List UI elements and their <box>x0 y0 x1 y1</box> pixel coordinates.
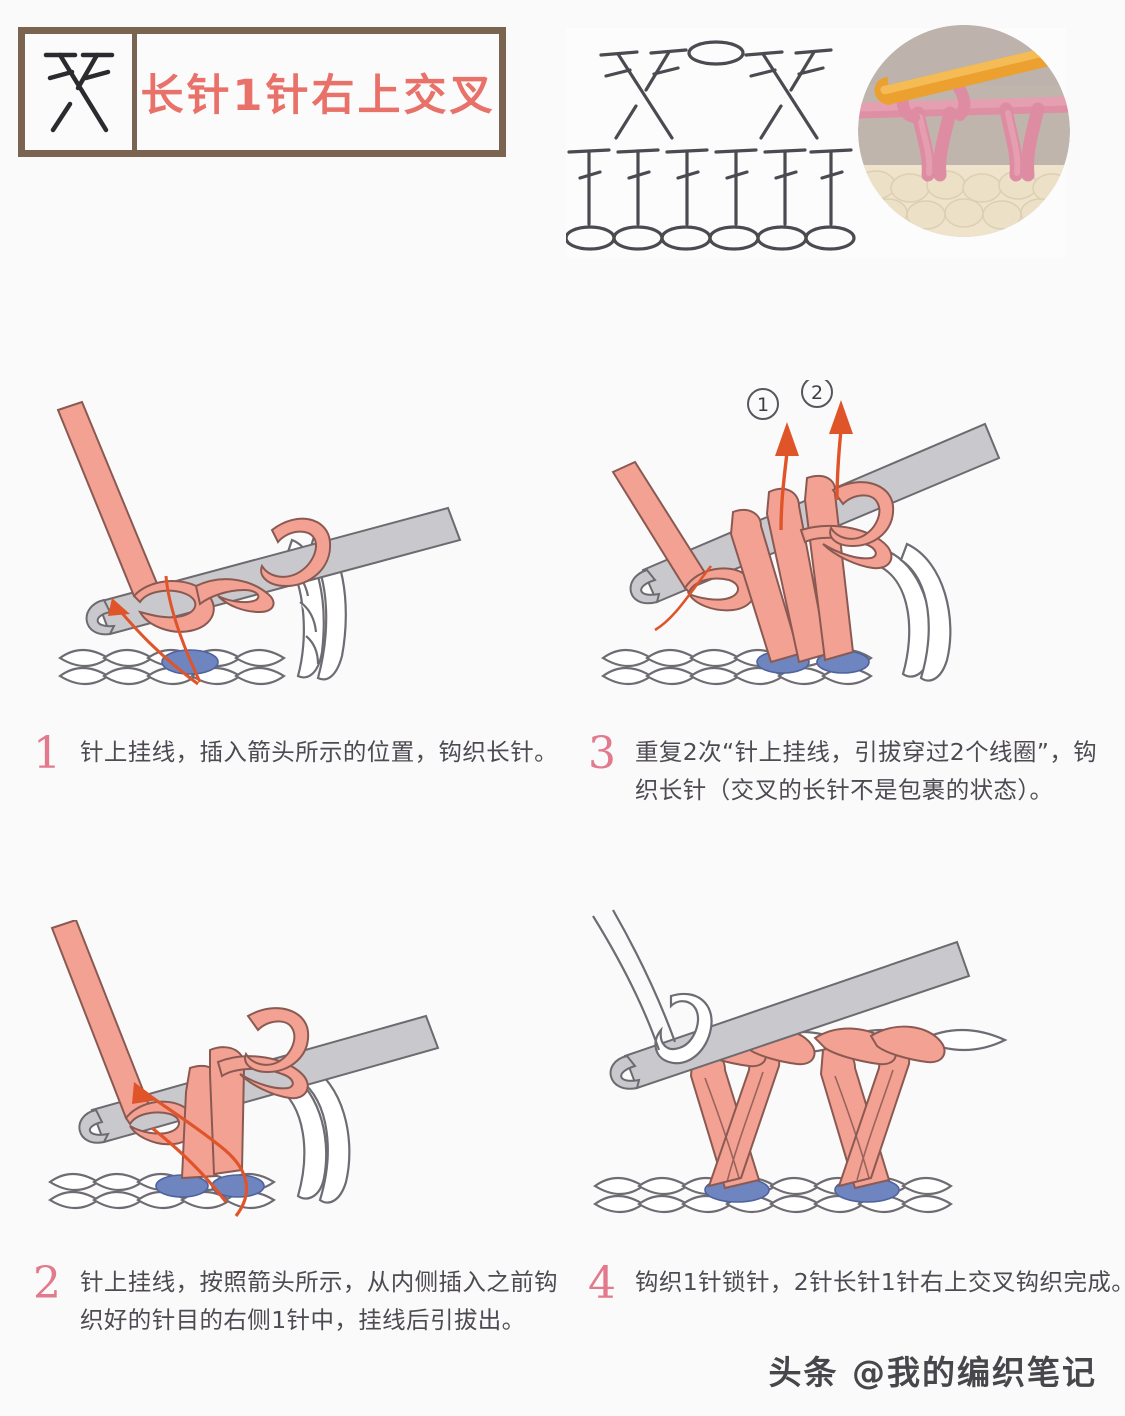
symbol-chart-svg <box>566 40 856 251</box>
step-2-line-2: 织好的针目的右侧1针中，挂线后引拔出。 <box>80 1306 526 1334</box>
step-3-illustration: 1 2 <box>601 376 1001 686</box>
arrow-2-head <box>829 400 853 434</box>
crochet-hook <box>85 506 462 636</box>
crossed-pair-1 <box>599 48 688 140</box>
step-4-number: 4 <box>588 1258 616 1309</box>
step-4-line-1: 钩织1针锁针，2针长针1针右上交叉钩织完成。 <box>635 1268 1125 1296</box>
step-1-text: 针上挂线，插入箭头所示的位置，钩织长针。 <box>80 733 558 771</box>
step-2: 2 针上挂线，按照箭头所示，从内侧插入之前钩 织好的针目的右侧1针中，挂线后引拔… <box>30 918 558 1339</box>
arrow-head <box>132 1082 158 1104</box>
step-4-illustration <box>592 909 1008 1214</box>
arrow-1-head <box>775 422 799 456</box>
step-3-caption: 3 重复2次“针上挂线，引拔穿过2个线圈”，钩 织长针（交叉的长针不是包裹的状态… <box>585 728 1115 809</box>
foundation-chain-row <box>566 225 856 251</box>
step-3: 1 2 3 重复2次“针上挂线，引拔穿过2个线圈”，钩 织长针（交叉的长针不是包… <box>585 376 1115 809</box>
step-2-text: 针上挂线，按照箭头所示，从内侧插入之前钩 织好的针目的右侧1针中，挂线后引拔出。 <box>80 1263 558 1339</box>
callout-2: 2 <box>801 376 833 408</box>
step-4: 4 钩织1针锁针，2针长针1针右上交叉钩织完成。 <box>585 900 1125 1309</box>
top-chain-oval <box>687 40 745 66</box>
double-crochet-row <box>567 148 853 226</box>
title-symbol-cell <box>25 34 137 150</box>
step-3-figure: 1 2 <box>585 376 1115 715</box>
sample-photo <box>858 25 1070 237</box>
step-3-text: 重复2次“针上挂线，引拔穿过2个线圈”，钩 织长针（交叉的长针不是包裹的状态）。 <box>635 733 1115 809</box>
svg-text:2: 2 <box>811 382 823 404</box>
step-4-caption: 4 钩织1针锁针，2针长针1针右上交叉钩织完成。 <box>585 1258 1125 1309</box>
callout-arrows <box>775 400 853 531</box>
step-3-line-2: 织长针（交叉的长针不是包裹的状态）。 <box>635 776 1054 804</box>
working-loop <box>654 992 713 1065</box>
step-1-figure <box>30 390 550 715</box>
title-banner: 长针1针右上交叉 <box>18 27 506 157</box>
step-2-figure <box>30 918 550 1245</box>
crossed-double-crochet-symbol-icon <box>43 52 114 133</box>
step-1: 1 针上挂线，插入箭头所示的位置，钩织长针。 <box>30 390 558 779</box>
watermark: 头条 @我的编织笔记 <box>768 1353 1097 1392</box>
step-3-number: 3 <box>588 728 616 779</box>
direction-arrow <box>141 1088 249 1217</box>
step-3-line-1: 重复2次“针上挂线，引拔穿过2个线圈”，钩 <box>635 738 1098 766</box>
title-text-cell: 长针1针右上交叉 <box>137 34 499 150</box>
step-4-figure <box>585 900 1115 1245</box>
step-2-line-1: 针上挂线，按照箭头所示，从内侧插入之前钩 <box>80 1268 558 1296</box>
step-1-illustration <box>56 400 462 686</box>
step-1-number: 1 <box>33 728 61 779</box>
step-1-caption: 1 针上挂线，插入箭头所示的位置，钩织长针。 <box>30 728 558 779</box>
callout-1: 1 <box>747 388 779 420</box>
step-1-line-1: 针上挂线，插入箭头所示的位置，钩织长针。 <box>80 738 558 766</box>
step-2-number: 2 <box>33 1258 61 1309</box>
step-2-illustration <box>48 918 440 1217</box>
page-title: 长针1针右上交叉 <box>140 71 496 121</box>
sample-photo-svg <box>858 25 1070 237</box>
crossed-pair-2 <box>744 48 833 140</box>
step-2-caption: 2 针上挂线，按照箭头所示，从内侧插入之前钩 织好的针目的右侧1针中，挂线后引拔… <box>30 1258 558 1339</box>
crochet-hook <box>609 940 971 1090</box>
step-4-text: 钩织1针锁针，2针长针1针右上交叉钩织完成。 <box>635 1263 1125 1301</box>
direction-arrow <box>108 575 202 686</box>
svg-text:1: 1 <box>757 394 769 416</box>
